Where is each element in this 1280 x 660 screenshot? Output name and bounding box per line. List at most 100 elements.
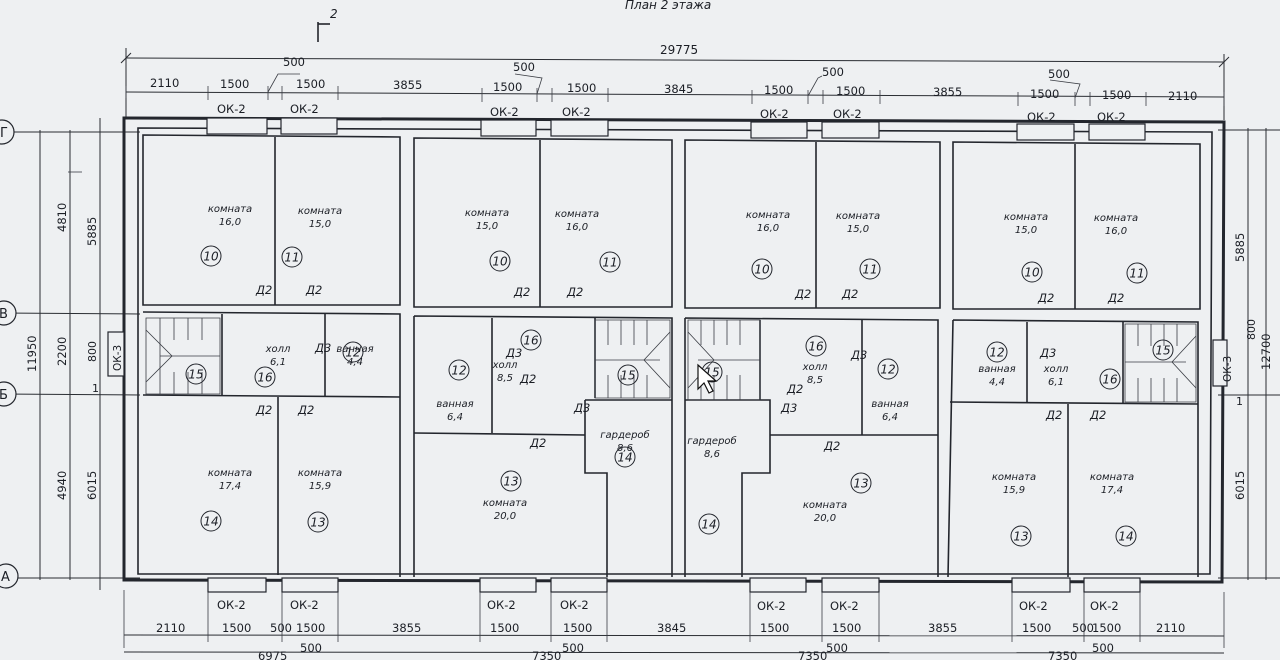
room-number-circle (986, 341, 1008, 363)
room-name: ванная (336, 344, 373, 355)
room-area: 8,5 (807, 375, 823, 386)
room-area: 20,0 (494, 511, 516, 522)
dim-left-4: 11950 (25, 335, 39, 372)
room-number-circle (805, 335, 827, 357)
dim-top-17: 2110 (1168, 89, 1197, 103)
section-mark: 2 (317, 7, 338, 42)
room-number-circle (200, 510, 222, 532)
room-number-text: 11 (284, 251, 299, 265)
room-name: комната (465, 208, 509, 219)
door-label: Д2 (1045, 408, 1062, 422)
room-number: 12 (877, 358, 899, 380)
room-name: комната (208, 468, 252, 479)
room-labels: комната16,010комната15,011комната15,010к… (200, 204, 1148, 547)
room-number-circle (850, 472, 872, 494)
dim-left-3: 2200 (55, 337, 69, 366)
bottom-dimensions: 2110 1500 500 1500 3855 1500 1500 3845 1… (123, 590, 1225, 660)
room-number-circle (877, 358, 899, 380)
room-area: 8,6 (704, 449, 720, 460)
axis-marker-a: А (0, 563, 19, 589)
room-number-text: 13 (310, 516, 325, 530)
room-number-text: 14 (617, 451, 632, 465)
door-label: Д2 (1037, 291, 1054, 305)
side-mark-left: 1 (92, 382, 99, 395)
room-name: холл (492, 360, 518, 371)
window-label-top-3: ОК-2 (490, 105, 519, 119)
dim-top-4: 1500 (296, 77, 325, 91)
dim-top-1: 2110 (150, 76, 179, 90)
room-number-circle (859, 258, 881, 280)
door-label: Д2 (519, 372, 536, 386)
dim-bottom-15: 2110 (1156, 621, 1185, 635)
window-label-bottom-1: ОК-2 (217, 598, 246, 612)
room-number-text: 12 (880, 363, 895, 377)
interior-walls (142, 134, 1201, 578)
room-number-text: 12 (989, 346, 1004, 360)
dim-bottom-13: 500 (1072, 621, 1094, 635)
top-windows: ОК-2 ОК-2 ОК-2 ОК-2 ОК-2 ОК-2 ОК-2 ОК-2 (206, 102, 1146, 141)
room-area: 8,6 (617, 443, 633, 454)
room-number-text: 13 (503, 475, 518, 489)
side-window-label-right: ОК-3 (1222, 356, 1234, 382)
room-name: холл (1043, 364, 1069, 375)
room-number-text: 14 (701, 518, 716, 532)
room-number-text: 10 (203, 250, 219, 264)
room-area: 6,4 (447, 412, 463, 423)
room-number-text: 13 (853, 477, 868, 491)
room-number-text: 10 (492, 255, 508, 269)
stair-mark: 15 (1152, 339, 1174, 361)
dim-sub-2: 500 (300, 641, 322, 655)
room-number: 11 (1126, 262, 1148, 284)
room-name: комната (992, 472, 1036, 483)
axis-label-g: Г (0, 126, 8, 141)
dim-top-7: 500 (513, 60, 535, 74)
room-area: 15,9 (1003, 485, 1025, 496)
door-label: Д3 (850, 348, 867, 362)
room-area: 6,1 (270, 357, 286, 368)
room-area: 17,4 (1101, 485, 1123, 496)
dim-sub-5: 7350 (798, 649, 827, 660)
room-number-text: 10 (1024, 266, 1040, 280)
room-number: 11 (281, 246, 303, 268)
room-number: 14 (614, 446, 636, 468)
window-label-top-6: ОК-2 (833, 107, 862, 121)
room-number: 11 (599, 251, 621, 273)
room-number: 12 (448, 359, 470, 381)
window-label-bottom-8: ОК-2 (1090, 599, 1119, 613)
room-number-circle (281, 246, 303, 268)
dim-sub-3: 7350 (532, 649, 561, 660)
stair-mark: 15 (617, 364, 639, 386)
room-number-text: 10 (754, 263, 770, 277)
room-number-text: 16 (523, 334, 539, 348)
room-number-text: 15 (1155, 344, 1170, 358)
room-area: 6,4 (882, 412, 898, 423)
room-name: комната (803, 500, 847, 511)
right-dimensions: 5885 800 12700 6015 (1218, 128, 1280, 580)
room-number-circle (200, 245, 222, 267)
room-number: 16 (254, 366, 276, 388)
section-mark-number: 2 (330, 7, 338, 21)
room-name: холл (802, 362, 828, 373)
dim-top-14: 1500 (1030, 87, 1059, 101)
room-name: комната (555, 209, 599, 220)
axis-label-a: А (1, 570, 10, 585)
room-number: 11 (859, 258, 881, 280)
room-number-circle (698, 513, 720, 535)
door-label: Д3 (1039, 346, 1056, 360)
room-number-text: 11 (602, 256, 617, 270)
door-label: Д2 (297, 403, 314, 417)
room-number-text: 11 (1129, 267, 1144, 281)
dim-top-3: 500 (283, 55, 305, 69)
window-label-bottom-5: ОК-2 (757, 599, 786, 613)
door-label: Д2 (823, 439, 840, 453)
room-number-circle (489, 250, 511, 272)
door-label: Д3 (780, 401, 797, 415)
axis-label-b: Б (0, 388, 8, 403)
room-number-circle (1115, 525, 1137, 547)
stair-mark: 15 (185, 363, 207, 385)
room-name: комната (836, 211, 880, 222)
window-label-bottom-7: ОК-2 (1019, 599, 1048, 613)
room-number-circle (1152, 339, 1174, 361)
